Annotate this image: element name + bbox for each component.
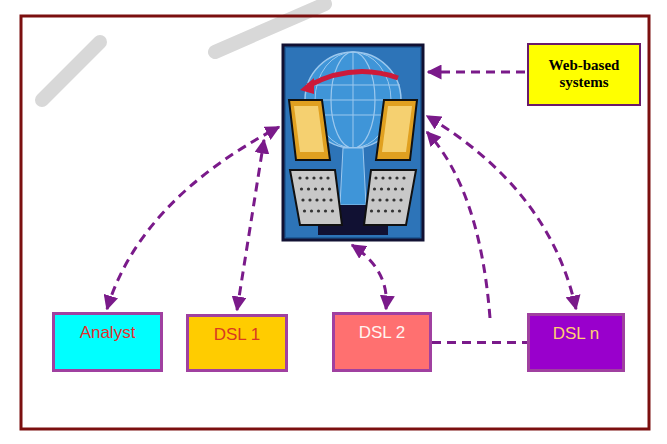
box-label: Web-based systems <box>535 57 633 91</box>
box-label: DSL n <box>553 324 600 344</box>
box-label: DSL 2 <box>359 323 406 343</box>
network-icon <box>283 45 423 240</box>
dashed-link <box>107 72 576 318</box>
frame-border <box>21 16 649 429</box>
box-label: Analyst <box>80 323 136 343</box>
box-label: DSL 1 <box>214 325 261 345</box>
dsl-box: DSL 1 <box>186 314 288 372</box>
dashed-connector <box>432 341 527 344</box>
dsl-box: DSL n <box>527 313 625 372</box>
dsl-box: DSL 2 <box>332 312 432 372</box>
system-box: Web-based systems <box>527 43 641 106</box>
analyst-box: Analyst <box>52 312 163 372</box>
